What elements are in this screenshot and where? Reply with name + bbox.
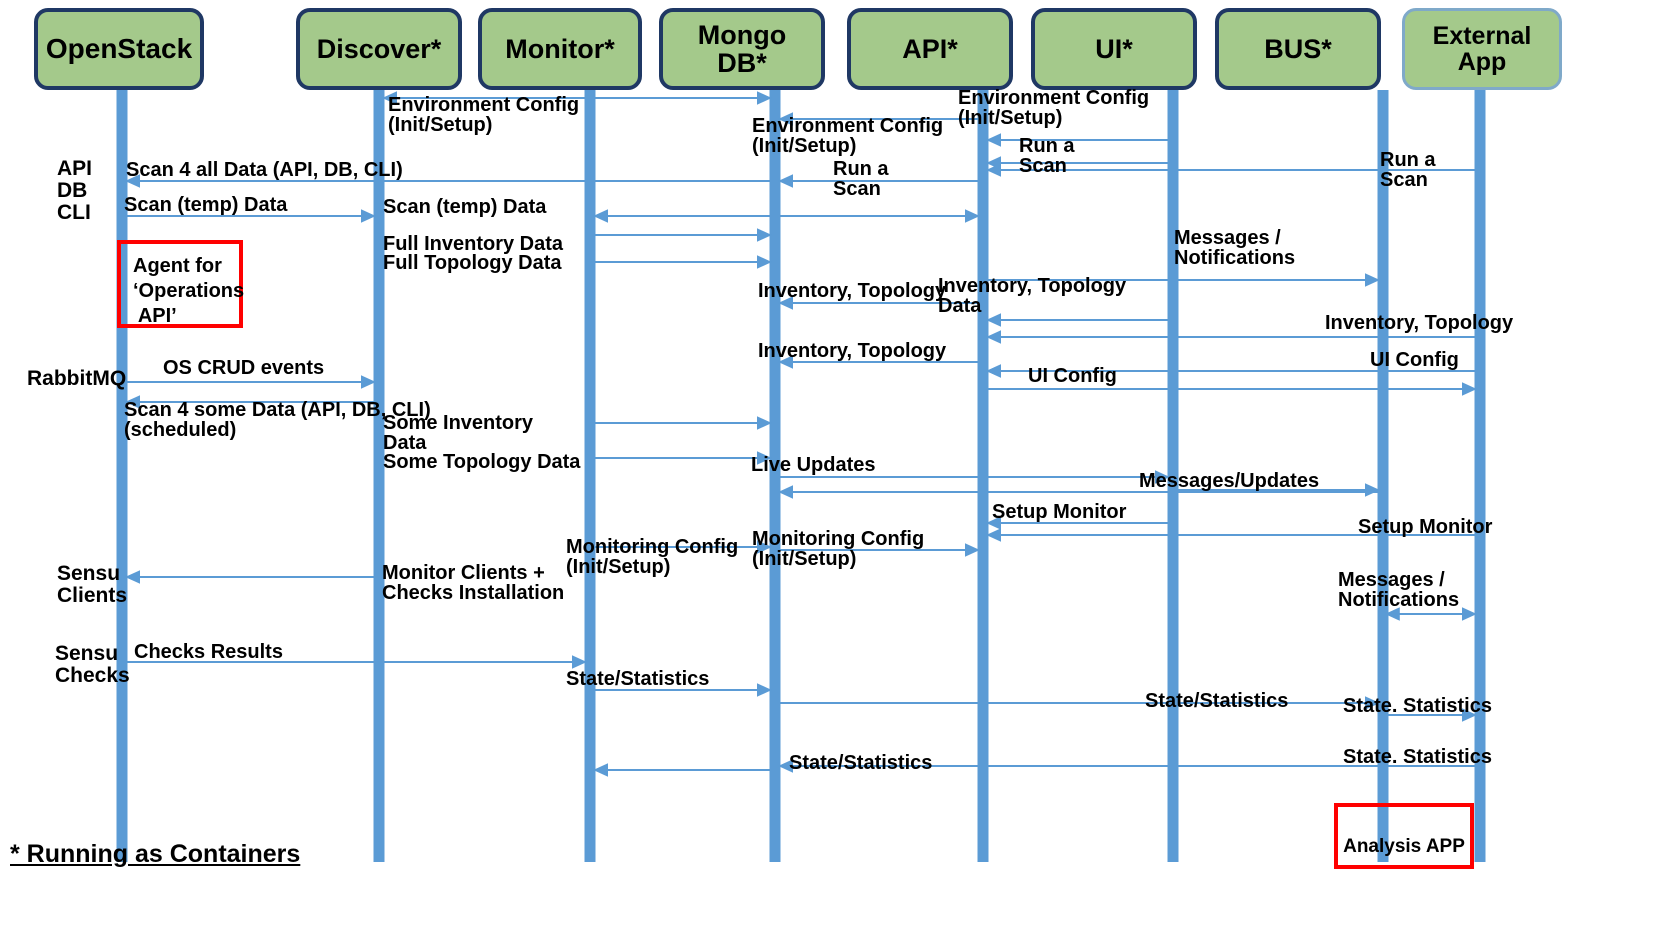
lifeline-openstack [116, 90, 128, 862]
actor-box-mongodb[interactable]: Mongo DB* [659, 8, 825, 90]
actor-label-external: External App [1432, 21, 1532, 76]
message-label-m15: Inventory, Topology Data [938, 275, 1127, 318]
message-label-m38: State. Statistics [1343, 746, 1492, 768]
message-label-m08: Run a Scan [833, 158, 889, 201]
actor-box-monitor[interactable]: Monitor* [478, 8, 642, 90]
message-label-m17: Inventory, Topology [758, 340, 947, 362]
actor-box-external[interactable]: External App [1402, 8, 1562, 90]
message-label-m25: Live Updates [751, 454, 876, 476]
actor-label-bus: BUS* [1264, 33, 1332, 64]
actor-label-monitor: Monitor* [505, 33, 615, 64]
sensu-checks-label: Sensu Checks [55, 642, 130, 688]
message-label-m19: UI Config [1370, 349, 1459, 371]
message-label-m11: Full Inventory Data [383, 233, 564, 255]
sensu-clients-label: Sensu Clients [57, 562, 128, 608]
rabbitmq-label: RabbitMQ [27, 367, 127, 390]
message-label-m31: Monitoring Config (Init/Setup) [752, 528, 925, 571]
agent-callout[interactable]: Agent for ‘Operations API’ [117, 240, 245, 328]
message-label-m32: Monitor Clients + Checks Installation [382, 562, 565, 605]
message-label-m05: Run a Scan [1019, 135, 1075, 178]
message-label-m28: Setup Monitor [992, 501, 1127, 523]
message-label-m37: State. Statistics [1343, 695, 1492, 717]
lifeline-external [1474, 90, 1486, 862]
actor-box-ui[interactable]: UI* [1031, 8, 1197, 90]
message-label-m01: Environment Config (Init/Setup) [388, 94, 580, 137]
agent-callout-text: Agent for ‘Operations API’ [133, 255, 245, 327]
message-label-m03: Environment Config (Init/Setup) [752, 115, 944, 158]
message-label-m30: Monitoring Config (Init/Setup) [566, 536, 739, 579]
lifeline-mongodb [769, 90, 781, 862]
lifeline-discover [373, 90, 385, 862]
message-label-m35: State/Statistics [566, 668, 710, 690]
analysis-callout[interactable]: Analysis APP [1334, 803, 1474, 869]
footnote-running-as-containers: * Running as Containers [10, 840, 301, 868]
analysis-callout-text: Analysis APP [1343, 836, 1465, 858]
actor-label-discover: Discover* [316, 33, 442, 64]
message-label-m34: Checks Results [134, 641, 283, 663]
message-label-m10: Scan (temp) Data [383, 196, 547, 218]
message-label-m36: State/Statistics [1145, 690, 1289, 712]
message-label-m24: Some Topology Data [383, 451, 581, 473]
lifeline-ui [1167, 90, 1179, 862]
arrows-layer [125, 91, 1477, 777]
message-label-m33: Messages / Notifications [1338, 569, 1460, 612]
message-label-m22: Scan 4 some Data (API, DB, CLI) (schedul… [124, 399, 431, 442]
lifeline-monitor [584, 90, 596, 862]
api-db-cli-label: API DB CLI [57, 157, 93, 225]
actor-box-api[interactable]: API* [847, 8, 1013, 90]
lifeline-bus [1377, 90, 1389, 862]
message-label-m26: Messages/Updates [1139, 470, 1320, 492]
message-label-m16: Inventory, Topology [1325, 312, 1514, 334]
actor-label-api: API* [902, 33, 958, 64]
message-label-m29: Setup Monitor [1358, 516, 1493, 538]
message-label-m18: UI Config [1028, 365, 1117, 387]
message-label-m13: Messages / Notifications [1174, 227, 1296, 270]
actor-box-bus[interactable]: BUS* [1215, 8, 1381, 90]
message-label-m04: Environment Config (Init/Setup) [958, 87, 1150, 130]
message-label-m07: Scan 4 all Data (API, DB, CLI) [126, 159, 403, 181]
actor-box-discover[interactable]: Discover* [296, 8, 462, 90]
actor-label-ui: UI* [1095, 33, 1133, 64]
message-label-m23: Some Inventory Data [383, 412, 534, 455]
message-label-m09: Scan (temp) Data [124, 194, 288, 216]
message-label-m39: State/Statistics [789, 752, 933, 774]
actor-box-openstack[interactable]: OpenStack [34, 8, 204, 90]
actor-label-mongodb: Mongo DB* [697, 19, 787, 78]
message-label-m14: Inventory, Topology [758, 280, 947, 302]
message-label-m20: OS CRUD events [163, 357, 325, 379]
actor-label-openstack: OpenStack [45, 33, 193, 65]
message-label-m12: Full Topology Data [383, 252, 562, 274]
message-label-m06: Run a Scan [1380, 149, 1436, 192]
